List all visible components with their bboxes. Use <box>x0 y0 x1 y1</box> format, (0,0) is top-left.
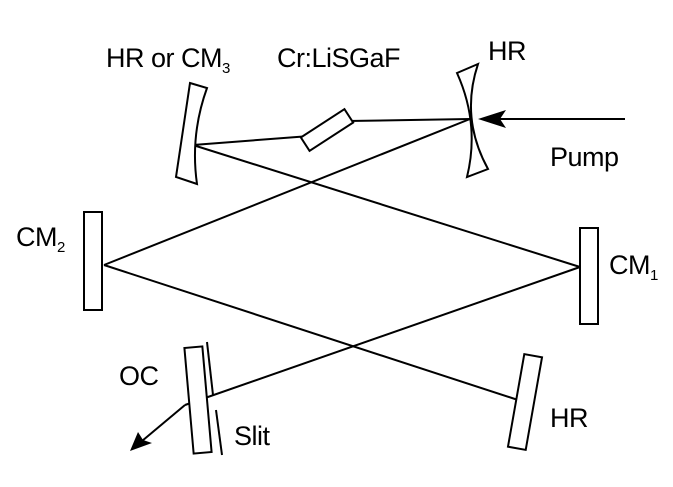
beam-hr3-to-cm1 <box>192 144 581 268</box>
oc-mirror <box>183 345 213 455</box>
slit-element <box>206 341 223 456</box>
output-arrow <box>130 404 186 451</box>
label-cm2: CM2 <box>16 222 65 256</box>
beam-cm2-to-hr <box>103 264 519 401</box>
label-hr-top: HR <box>488 36 527 66</box>
hr-bottom-mirror <box>506 352 544 452</box>
label-cm1: CM1 <box>609 250 658 284</box>
hr-top-mirror <box>455 62 490 179</box>
beam-cm1-to-oc <box>184 266 581 406</box>
beam-hr-to-cm2 <box>103 118 471 266</box>
beam-hr-to-crystal <box>192 135 311 146</box>
hr-cm3-mirror <box>174 81 209 186</box>
crystal-element <box>299 107 355 153</box>
label-hr-or-cm3: HR or CM3 <box>106 43 230 77</box>
label-crystal: Cr:LiSGaF <box>277 43 401 73</box>
label-slit: Slit <box>234 421 270 451</box>
beam-crystal-to-hr <box>347 118 471 122</box>
label-hr-bottom: HR <box>550 403 589 433</box>
cm2-mirror <box>83 211 103 311</box>
label-pump: Pump <box>550 142 619 172</box>
pump-arrow <box>478 110 625 128</box>
cm1-mirror <box>579 227 599 325</box>
label-oc: OC <box>119 361 159 391</box>
beam-paths <box>103 118 581 406</box>
